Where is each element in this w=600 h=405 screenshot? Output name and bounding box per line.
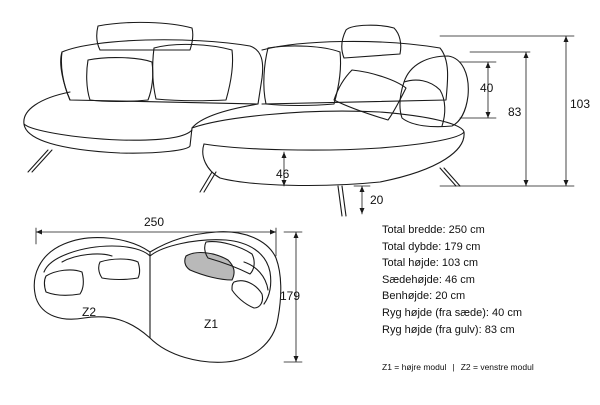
right-pillow-1 [263, 45, 342, 107]
spec-back-height-seat: Ryg højde (fra sæde): 40 cm [382, 306, 522, 319]
legend-separator: | [452, 362, 455, 372]
left-seat [23, 91, 259, 154]
right-back-cushion [341, 24, 402, 59]
spec-seat-height: Sædehøjde: 46 cm [382, 273, 475, 286]
chaise-seat [191, 110, 465, 187]
plan-depth-label: 179 [280, 289, 300, 303]
plan-cushion-z2-back [61, 253, 113, 263]
plan-outline [33, 231, 282, 363]
chaise-armrest [399, 55, 469, 128]
plan-pillow-z1-2 [231, 280, 264, 309]
left-pillow-1 [86, 56, 154, 103]
left-pillow-2 [152, 43, 234, 102]
plan-back-z2 [43, 245, 151, 273]
dim-46-label: 46 [276, 167, 290, 181]
plan-z2-label: Z2 [82, 305, 96, 319]
dim-20-label: 20 [370, 193, 384, 207]
plan-pillow-z1-1 [204, 241, 255, 275]
plan-highlight-cushion [184, 251, 235, 281]
plan-z1-label: Z1 [204, 317, 218, 331]
plan-pillow-z2-1 [43, 269, 84, 296]
spec-total-height: Total højde: 103 cm [382, 257, 478, 270]
dim-40-line [459, 61, 497, 119]
module-legend: Z1 = højre modul | Z2 = venstre modul [382, 362, 534, 372]
plan-back-z1 [149, 239, 272, 305]
dim-83-label: 83 [508, 105, 522, 119]
dim-103-line [439, 35, 575, 187]
chaise-leg-3 [439, 167, 461, 187]
spec-total-depth: Total dybde: 179 cm [382, 240, 481, 253]
plan-width-label: 250 [144, 215, 164, 229]
spec-list: Total bredde: 250 cm Total dybde: 179 cm… [382, 222, 592, 338]
chaise-leg-2 [337, 185, 347, 217]
plan-armrest-z1 [243, 261, 269, 291]
right-backrest [261, 40, 449, 105]
chaise-leg-1 [199, 171, 217, 193]
left-leg [27, 149, 53, 173]
spec-leg-height: Benhøjde: 20 cm [382, 290, 466, 303]
spec-total-width: Total bredde: 250 cm [382, 224, 485, 236]
left-backrest [60, 39, 264, 105]
right-pillow-2 [333, 69, 407, 121]
plan-width-line [35, 227, 277, 257]
plan-pillow-z2-2 [98, 258, 141, 281]
dim-40-label: 40 [480, 81, 494, 95]
legend-z1: Z1 = højre modul [382, 362, 447, 372]
spec-back-height-floor: Ryg højde (fra gulv): 83 cm [382, 323, 515, 336]
left-back-cushion [96, 21, 194, 51]
dim-103-label: 103 [570, 97, 590, 111]
left-armrest-curve [60, 51, 71, 101]
plan-depth-line [283, 231, 303, 363]
dim-83-line [469, 51, 531, 187]
legend-z2: Z2 = venstre modul [460, 362, 534, 372]
